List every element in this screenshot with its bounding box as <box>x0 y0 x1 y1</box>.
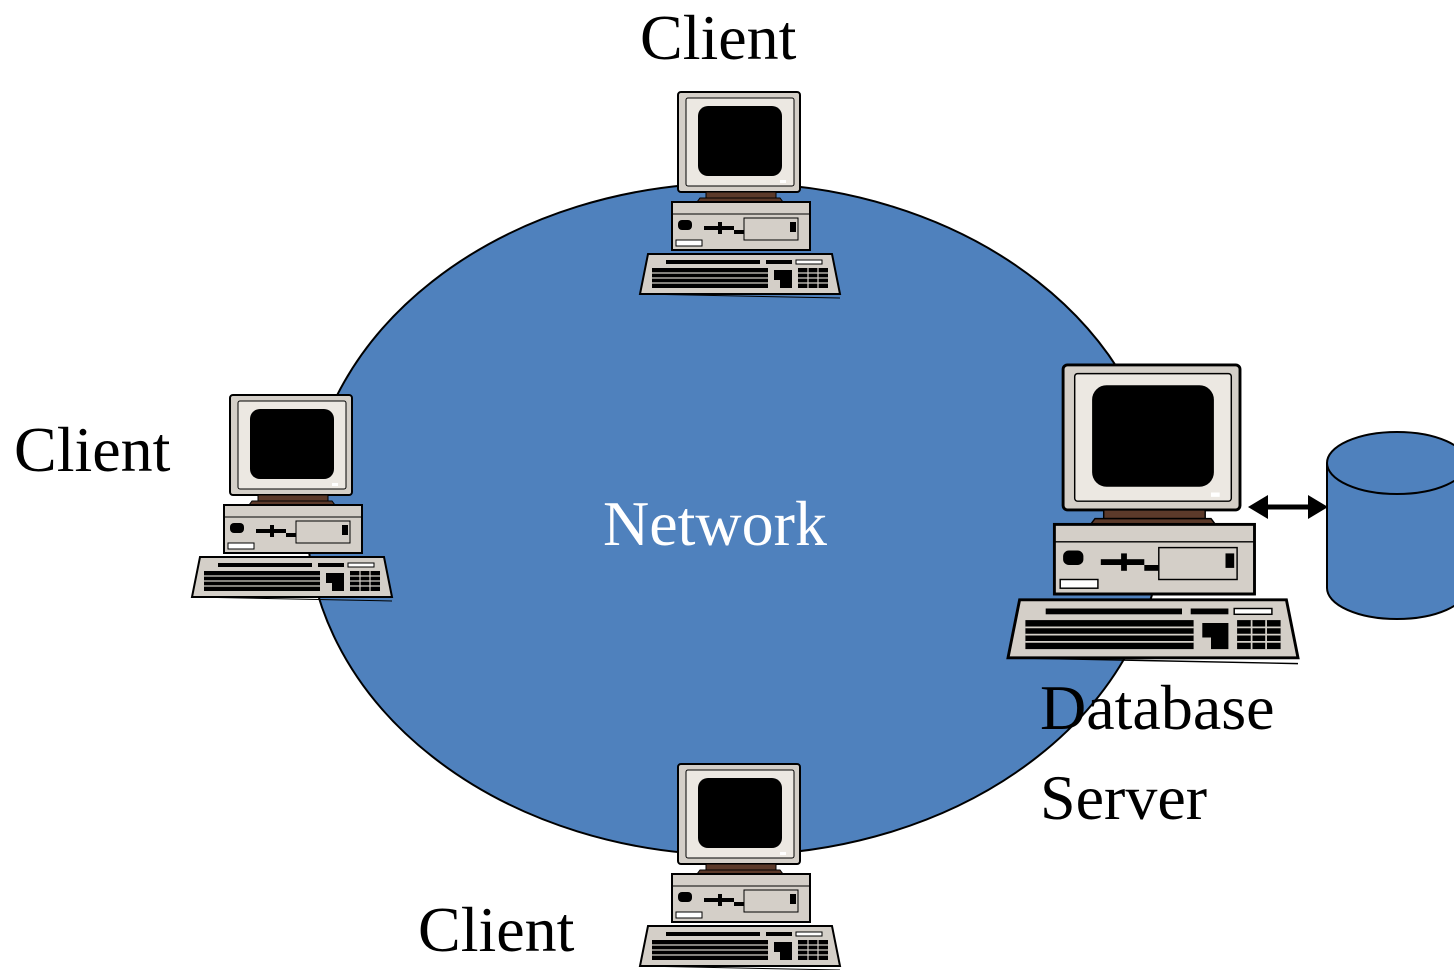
double-arrow-icon <box>1248 495 1328 519</box>
database-cylinder-icon <box>1326 431 1454 620</box>
client-label-left: Client <box>14 414 171 485</box>
database-server-label-line2: Server <box>1040 762 1208 833</box>
client-label-bottom: Client <box>418 894 575 965</box>
database-server-label-line1: Database <box>1040 672 1275 743</box>
client-label-top: Client <box>640 2 797 73</box>
network-label: Network <box>603 488 827 559</box>
